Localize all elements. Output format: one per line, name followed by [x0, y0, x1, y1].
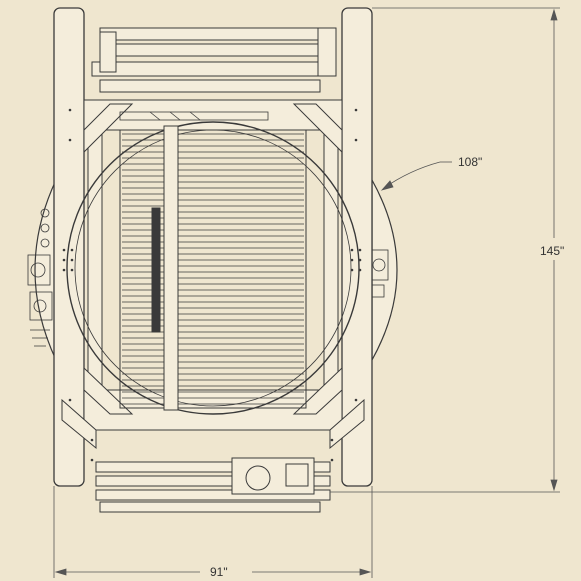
bolt-hole	[350, 248, 354, 252]
drive-chain	[119, 111, 269, 121]
top-cross-tubes	[91, 27, 337, 93]
overall-length-label: 145"	[538, 244, 567, 258]
inner-frame-rails	[83, 99, 343, 431]
bolt-hole	[62, 258, 66, 262]
bolt-hole	[70, 258, 74, 262]
bolt-hole	[354, 108, 358, 112]
bolt-hole	[354, 138, 358, 142]
bolt-hole	[330, 438, 334, 442]
bolt-hole	[90, 458, 94, 462]
turntable-disc	[34, 177, 398, 363]
bolt-hole	[68, 398, 72, 402]
bolt-hole	[354, 398, 358, 402]
turntable-diameter-label: 108"	[456, 155, 485, 169]
bolt-holes	[62, 108, 362, 462]
bolt-hole	[330, 458, 334, 462]
bottom-cross-tubes	[95, 457, 331, 513]
bolt-hole	[350, 258, 354, 262]
bolt-hole	[358, 258, 362, 262]
bolt-hole	[90, 438, 94, 442]
turntable-ring	[66, 121, 360, 415]
roller-deck	[122, 133, 304, 405]
bolt-hole	[350, 268, 354, 272]
roller-deck-frame	[119, 125, 307, 411]
dimension-lines	[53, 7, 560, 578]
overall-width-label: 91"	[208, 565, 230, 579]
bolt-hole	[358, 268, 362, 272]
bolt-hole	[62, 248, 66, 252]
bolt-hole	[62, 268, 66, 272]
left-drive-assembly	[27, 208, 53, 347]
bolt-hole	[68, 108, 72, 112]
bolt-hole	[70, 268, 74, 272]
bolt-hole	[70, 248, 74, 252]
bolt-hole	[358, 248, 362, 252]
bolt-hole	[68, 138, 72, 142]
